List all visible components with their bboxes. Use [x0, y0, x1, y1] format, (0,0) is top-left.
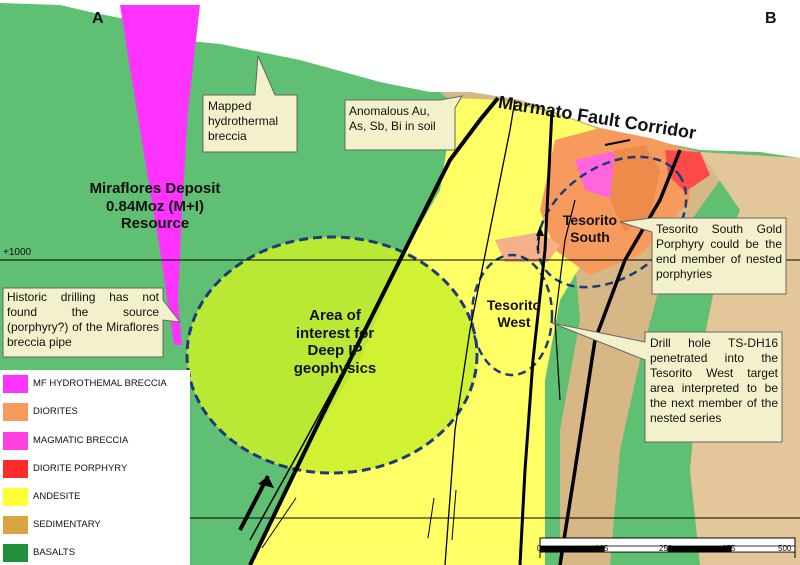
fault-west-secondary — [249, 339, 361, 541]
tesorito-west-line-1: Tesorito — [486, 297, 542, 313]
aoi-title-line-2: interest for — [295, 324, 375, 342]
legend-label: DIORITES — [33, 406, 78, 417]
deposit-title: Miraflores Deposit 0.84Moz (M+I) Resourc… — [70, 180, 240, 233]
legend-item: DIORITE PORPHYRY — [0, 460, 190, 478]
legend-item: MF HYDROTHEMAL BRECCIA — [0, 375, 190, 393]
legend-swatch — [3, 460, 28, 478]
fault-central-3 — [554, 199, 576, 401]
fault-central-2 — [518, 109, 554, 565]
callout-anomalous — [344, 95, 463, 151]
legend-item: ANDESITE — [0, 488, 190, 506]
callout-tesorito-south-text: Tesorito South Gold Porphyry could be th… — [656, 222, 782, 281]
drill-hole-arrowhead — [536, 226, 544, 236]
legend-label: MF HYDROTHEMAL BRECCIA — [33, 378, 167, 389]
elevation-label: +1000 — [3, 247, 32, 258]
legend-label: ANDESITE — [33, 491, 81, 502]
legend-label: DIORITE PORPHYRY — [33, 463, 128, 474]
fault-motion-arrowhead-west — [258, 476, 274, 488]
legend-swatch — [3, 516, 28, 534]
legend-swatch — [3, 403, 28, 421]
legend-item: MAGMATIC BRECCIA — [0, 432, 190, 450]
scale-tick-250: 250 — [659, 544, 673, 553]
section-label-a: A — [92, 10, 104, 27]
deposit-title-line-2: 0.84Moz (M+I) — [106, 197, 204, 215]
fault-central-1 — [444, 99, 516, 565]
fault-motion-arrow-west-2 — [261, 497, 297, 549]
legend-swatch — [3, 544, 28, 562]
callout-anomalous-text: Anomalous Au, As, Sb, Bi in soil — [349, 104, 436, 133]
aoi-title-line-1: Area of — [309, 307, 361, 324]
scale-tick-375: 375 — [722, 544, 736, 553]
scale-bar — [539, 537, 796, 558]
legend-label: MAGMATIC BRECCIA — [33, 435, 129, 446]
section-label-b: B — [765, 10, 777, 27]
fault-east-main — [558, 149, 682, 565]
legend-item: BASALTS — [0, 544, 190, 562]
callout-drill-hole — [551, 322, 783, 443]
deposit-title-line-3: Resource — [120, 215, 190, 233]
tesorito-west-title: Tesorito West — [476, 297, 552, 330]
tesorito-south-title: Tesorito South — [545, 212, 635, 245]
fault-east-2 — [604, 139, 631, 146]
tesorito-south-line-1: Tesorito — [562, 212, 618, 228]
legend-swatch — [3, 432, 28, 450]
aoi-title-line-3: Deep IP — [307, 342, 363, 360]
callout-historic — [2, 287, 182, 358]
callout-tesorito-south — [619, 217, 787, 295]
scale-tick-0: 0 — [537, 544, 542, 553]
tesorito-south-outline — [536, 155, 688, 289]
callout-drill-hole-text: Drill hole TS-DH16 penetrated into the T… — [650, 336, 778, 425]
callout-historic-text: Historic drilling has not found the sour… — [7, 290, 159, 349]
legend-swatch — [3, 488, 28, 506]
legend-item: DIORITES — [0, 403, 190, 421]
miraflores-breccia-pipe — [120, 5, 200, 345]
legend-item: SEDIMENTARY — [0, 516, 190, 534]
deposit-title-line-1: Miraflores Deposit — [89, 180, 221, 197]
legend-label: SEDIMENTARY — [33, 519, 101, 530]
callout-mapped-breccia — [202, 55, 298, 153]
tesorito-west-outline — [470, 253, 554, 377]
callout-mapped-breccia-text: Mapped hydrothermal breccia — [208, 99, 279, 143]
area-of-interest-ellipse — [185, 235, 479, 475]
fault-west-main — [248, 96, 500, 565]
sky-above-topography — [0, 0, 800, 158]
tesorito-south-line-2: South — [570, 228, 610, 245]
legend: MF HYDROTHEMAL BRECCIA DIORITES MAGMATIC B… — [0, 370, 190, 565]
legend-swatch — [3, 375, 28, 393]
tesorito-west-line-2: West — [497, 313, 531, 330]
diorites-inner-zone — [610, 145, 660, 232]
fault-motion-arrow-central-2 — [451, 489, 457, 541]
aoi-title: Area of interest for Deep IP geophysics — [280, 307, 390, 378]
legend-label: BASALTS — [33, 547, 76, 558]
aoi-title-line-4: geophysics — [293, 360, 377, 378]
scale-tick-500: 500 — [778, 544, 792, 553]
scale-tick-125: 125 — [595, 544, 609, 553]
